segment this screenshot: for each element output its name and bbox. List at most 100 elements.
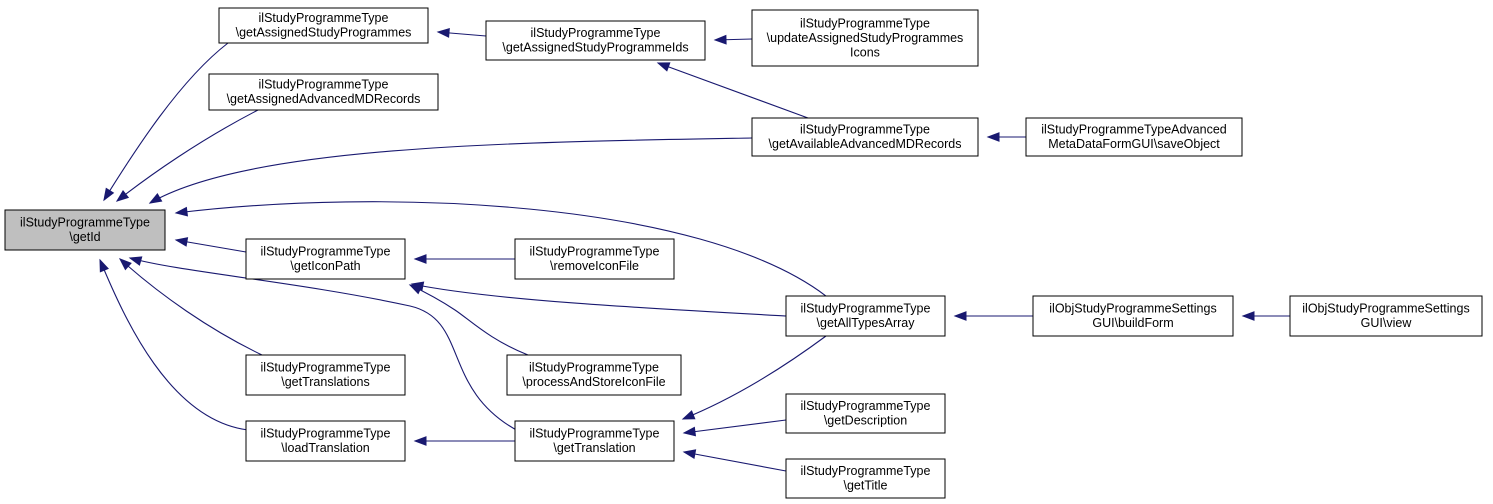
- edge-line: [411, 283, 787, 317]
- node-label-line: ilStudyProgrammeType: [801, 399, 931, 413]
- node-label-line: MetaDataFormGUI\saveObject: [1048, 137, 1220, 151]
- node-box[interactable]: [785, 458, 946, 499]
- edge-getTranslations-to-getId: [118, 258, 263, 356]
- node-getAssignedAdvancedMDRecords[interactable]: ilStudyProgrammeType\getAssignedAdvanced…: [208, 73, 439, 111]
- nodes-layer: ilStudyProgrammeType\getIdilStudyProgram…: [4, 7, 1483, 499]
- edge-getAssignedAdvancedMDRecords-to-getId: [115, 109, 259, 202]
- node-label-line: ilStudyProgrammeType: [529, 361, 659, 375]
- node-getId[interactable]: ilStudyProgrammeType\getId: [4, 209, 166, 251]
- node-box[interactable]: [218, 7, 429, 44]
- edge-line: [116, 109, 259, 202]
- node-label-line: \getAssignedAdvancedMDRecords: [227, 92, 421, 106]
- node-getIconPath[interactable]: ilStudyProgrammeType\getIconPath: [245, 238, 406, 280]
- node-label-line: GUI\view: [1361, 316, 1413, 330]
- node-box[interactable]: [514, 238, 675, 280]
- node-box[interactable]: [785, 295, 946, 337]
- node-box[interactable]: [208, 73, 439, 111]
- node-label-line: \removeIconFile: [550, 259, 639, 273]
- edge-line: [175, 201, 827, 297]
- arrowhead-icon: [99, 258, 109, 273]
- arrowhead-icon: [148, 192, 163, 204]
- node-label-line: ilStudyProgrammeTypeAdvanced: [1041, 123, 1227, 137]
- node-getTitle[interactable]: ilStudyProgrammeType\getTitle: [785, 458, 946, 499]
- arrowhead-icon: [986, 132, 1000, 142]
- node-box[interactable]: [514, 420, 675, 462]
- edge-removeIconFile-to-getIconPath: [413, 254, 515, 264]
- arrowhead-icon: [115, 190, 130, 202]
- edge-getAssignedStudyProgrammeIds-to-getAssignedStudyProgrammes: [436, 28, 487, 38]
- edge-view-to-buildForm: [1241, 311, 1290, 321]
- node-label-line: \getId: [69, 230, 100, 244]
- node-label-line: \processAndStoreIconFile: [522, 375, 665, 389]
- arrowhead-icon: [713, 34, 727, 45]
- node-label-line: ilStudyProgrammeType: [800, 123, 930, 137]
- edge-processAndStoreIconFile-to-getIconPath: [408, 284, 529, 356]
- arrowhead-icon: [953, 311, 967, 321]
- node-box[interactable]: [506, 354, 682, 396]
- node-label-line: \getAssignedStudyProgrammes: [236, 26, 412, 40]
- node-label-line: GUI\buildForm: [1092, 316, 1173, 330]
- node-getDescription[interactable]: ilStudyProgrammeType\getDescription: [785, 393, 946, 434]
- node-label-line: \getTranslations: [281, 375, 369, 389]
- node-getTranslations[interactable]: ilStudyProgrammeType\getTranslations: [245, 354, 406, 396]
- node-box[interactable]: [1289, 295, 1483, 337]
- edge-getTranslation-to-loadTranslation: [413, 436, 515, 446]
- node-label-line: ilStudyProgrammeType: [259, 78, 389, 92]
- node-box[interactable]: [751, 9, 979, 67]
- edge-line: [119, 258, 263, 356]
- arrowhead-icon: [681, 410, 696, 420]
- edge-line: [103, 42, 229, 201]
- node-getAssignedStudyProgrammeIds[interactable]: ilStudyProgrammeType\getAssignedStudyPro…: [485, 20, 706, 61]
- edge-buildForm-to-getAllTypesArray: [953, 311, 1033, 321]
- node-getTranslation[interactable]: ilStudyProgrammeType\getTranslation: [514, 420, 675, 462]
- node-label-line: \getTitle: [843, 479, 887, 493]
- node-box[interactable]: [245, 420, 406, 462]
- node-box[interactable]: [751, 117, 979, 157]
- node-updateAssignedStudyProgrammesIcons[interactable]: ilStudyProgrammeType\updateAssignedStudy…: [751, 9, 979, 67]
- node-box[interactable]: [245, 238, 406, 280]
- node-getAllTypesArray[interactable]: ilStudyProgrammeType\getAllTypesArray: [785, 295, 946, 337]
- arrowhead-icon: [682, 426, 697, 437]
- node-getAvailableAdvancedMDRecords[interactable]: ilStudyProgrammeType\getAvailableAdvance…: [751, 117, 979, 157]
- node-saveObject[interactable]: ilStudyProgrammeTypeAdvancedMetaDataForm…: [1025, 117, 1243, 157]
- edge-getAvailableAdvancedMDRecords-to-getAssignedStudyProgrammeIds: [656, 62, 809, 119]
- edge-loadTranslation-to-getId: [99, 258, 249, 431]
- arrowhead-icon: [656, 62, 671, 72]
- node-loadTranslation[interactable]: ilStudyProgrammeType\loadTranslation: [245, 420, 406, 462]
- edge-line: [149, 137, 753, 204]
- edge-line: [683, 451, 787, 472]
- node-label-line: \getAvailableAdvancedMDRecords: [769, 137, 962, 151]
- arrowhead-icon: [174, 206, 189, 217]
- node-box[interactable]: [485, 20, 706, 61]
- node-label-line: ilStudyProgrammeType: [801, 302, 931, 316]
- edge-getDescription-to-getTranslation: [682, 419, 787, 437]
- arrowhead-icon: [413, 254, 427, 264]
- node-label-line: Icons: [850, 45, 880, 59]
- edge-line: [409, 284, 529, 356]
- node-box[interactable]: [785, 393, 946, 434]
- node-getAssignedStudyProgrammes[interactable]: ilStudyProgrammeType\getAssignedStudyPro…: [218, 7, 429, 44]
- node-label-line: ilObjStudyProgrammeSettings: [1049, 302, 1216, 316]
- edge-line: [683, 419, 787, 434]
- node-box[interactable]: [4, 209, 166, 251]
- arrowhead-icon: [436, 28, 450, 38]
- node-removeIconFile[interactable]: ilStudyProgrammeType\removeIconFile: [514, 238, 675, 280]
- edge-getTitle-to-getTranslation: [682, 449, 787, 472]
- node-label-line: \updateAssignedStudyProgrammes: [767, 31, 964, 45]
- edge-line: [175, 239, 247, 253]
- arrowhead-icon: [682, 449, 697, 459]
- node-label-line: \getAllTypesArray: [817, 316, 916, 330]
- edge-line: [657, 62, 809, 119]
- node-box[interactable]: [245, 354, 406, 396]
- edge-getAvailableAdvancedMDRecords-to-getId: [148, 137, 753, 204]
- node-box[interactable]: [1025, 117, 1243, 157]
- edge-line: [129, 257, 521, 433]
- node-box[interactable]: [1032, 295, 1234, 337]
- node-label-line: \getAssignedStudyProgrammeIds: [502, 41, 688, 55]
- arrowhead-icon: [118, 258, 132, 271]
- edge-saveObject-to-getAvailableAdvancedMDRecords: [986, 132, 1026, 142]
- node-processAndStoreIconFile[interactable]: ilStudyProgrammeType\processAndStoreIcon…: [506, 354, 682, 396]
